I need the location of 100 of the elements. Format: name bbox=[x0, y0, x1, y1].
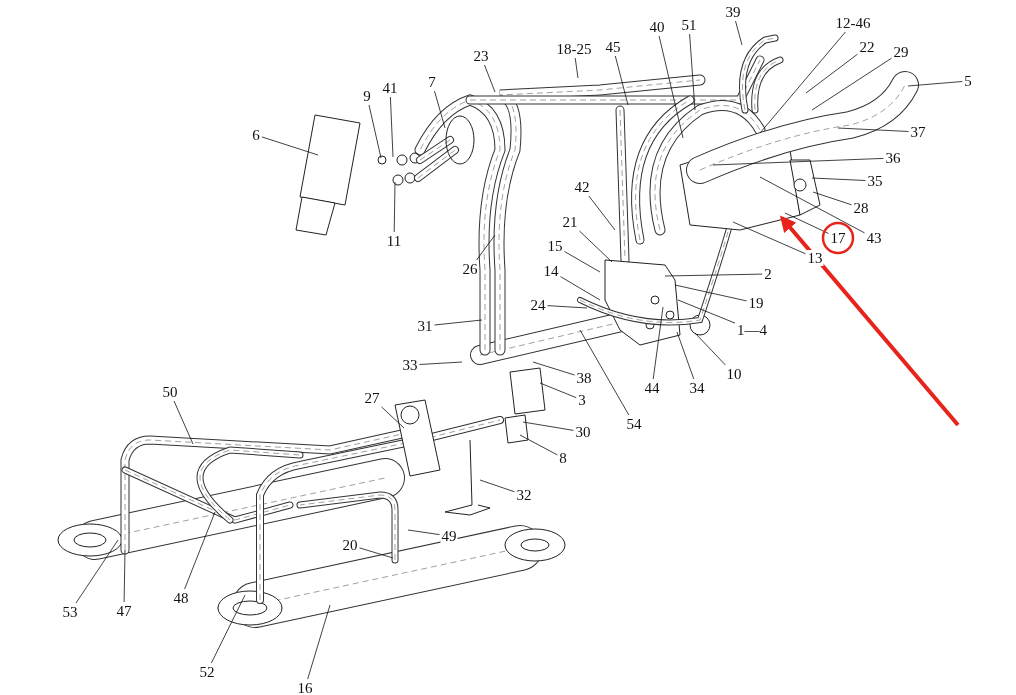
leader-line bbox=[434, 319, 483, 326]
leader-line bbox=[173, 400, 194, 445]
callout-number: 48 bbox=[172, 590, 190, 606]
leader-line bbox=[359, 547, 394, 559]
callout-number: 26 bbox=[461, 261, 479, 277]
callout-number: 39 bbox=[724, 4, 742, 20]
leader-line bbox=[759, 176, 865, 234]
callout-number: 37 bbox=[909, 124, 927, 140]
leader-line bbox=[75, 539, 119, 604]
callout-number: 33 bbox=[401, 357, 419, 373]
leader-line bbox=[390, 96, 394, 158]
leader-line bbox=[732, 221, 806, 255]
leader-line bbox=[579, 329, 630, 416]
leader-line bbox=[547, 305, 588, 309]
leader-line bbox=[676, 331, 695, 380]
leader-line bbox=[837, 127, 909, 132]
callout-number: 5 bbox=[963, 73, 973, 89]
leader-line bbox=[123, 549, 126, 603]
callout-number: 44 bbox=[643, 380, 661, 396]
leader-line bbox=[419, 361, 463, 365]
leader-line bbox=[393, 181, 396, 233]
callout-number: 28 bbox=[852, 200, 870, 216]
leader-line bbox=[564, 251, 601, 273]
leader-line bbox=[652, 306, 664, 380]
callout-number: 10 bbox=[725, 366, 743, 382]
leader-line bbox=[407, 529, 440, 535]
leader-line bbox=[805, 53, 858, 94]
leader-line bbox=[307, 604, 331, 680]
callout-number: 30 bbox=[574, 424, 592, 440]
callout-number: 8 bbox=[558, 450, 568, 466]
callout-number: 12-46 bbox=[834, 15, 872, 31]
callout-number: 3 bbox=[577, 392, 587, 408]
callout-number: 11 bbox=[385, 233, 403, 249]
callout-number: 7 bbox=[427, 74, 437, 90]
leader-line bbox=[211, 594, 246, 664]
callout-number: 21 bbox=[561, 214, 579, 230]
leader-line bbox=[664, 273, 763, 277]
callout-number: 32 bbox=[515, 487, 533, 503]
callout-number: 43 bbox=[865, 230, 883, 246]
callout-number: 19 bbox=[747, 295, 765, 311]
callout-number: 42 bbox=[573, 179, 591, 195]
leader-line bbox=[588, 195, 616, 231]
leader-line bbox=[532, 361, 575, 376]
leader-line bbox=[484, 64, 496, 93]
callout-number: 45 bbox=[604, 39, 622, 55]
leader-line bbox=[907, 81, 963, 87]
callout-number: 34 bbox=[688, 380, 706, 396]
callout-number: 50 bbox=[161, 384, 179, 400]
callout-number: 53 bbox=[61, 604, 79, 620]
callout-number: 13 bbox=[806, 250, 824, 266]
leader-line bbox=[658, 35, 684, 139]
leader-line bbox=[434, 90, 446, 129]
callout-number: 15 bbox=[546, 238, 564, 254]
callout-number: 9 bbox=[362, 88, 372, 104]
leader-line bbox=[519, 434, 558, 456]
callout-number: 23 bbox=[472, 48, 490, 64]
callout-number: 18-25 bbox=[555, 41, 593, 57]
callout-number: 20 bbox=[341, 537, 359, 553]
leader-line bbox=[759, 31, 846, 134]
leader-line bbox=[784, 212, 829, 234]
leader-line bbox=[560, 276, 601, 301]
leader-line bbox=[694, 332, 726, 366]
leader-line bbox=[811, 177, 866, 181]
leader-line bbox=[522, 421, 574, 431]
callout-number: 52 bbox=[198, 664, 216, 680]
leader-line bbox=[479, 479, 515, 493]
callout-number: 38 bbox=[575, 370, 593, 386]
callout-number: 2 bbox=[763, 266, 773, 282]
leader-line bbox=[677, 299, 736, 324]
leader-line bbox=[712, 158, 884, 166]
callout-number: 40 bbox=[648, 19, 666, 35]
callout-number: 6 bbox=[251, 127, 261, 143]
leader-line bbox=[614, 55, 629, 106]
leader-line bbox=[381, 406, 405, 429]
callout-number: 17 bbox=[829, 230, 847, 246]
leader-line bbox=[689, 33, 696, 111]
callout-number: 51 bbox=[680, 17, 698, 33]
leader-line bbox=[812, 191, 852, 206]
leader-line bbox=[184, 511, 216, 590]
callout-number: 1—4 bbox=[736, 322, 768, 338]
leader-line bbox=[261, 136, 319, 156]
callout-number: 47 bbox=[115, 603, 133, 619]
callout-number: 16 bbox=[296, 680, 314, 695]
callout-number: 14 bbox=[542, 263, 560, 279]
leader-line bbox=[476, 234, 496, 261]
leader-line bbox=[368, 104, 382, 159]
callout-number: 36 bbox=[884, 150, 902, 166]
callout-number: 49 bbox=[440, 528, 458, 544]
callout-number: 54 bbox=[625, 416, 643, 432]
callout-number: 22 bbox=[858, 39, 876, 55]
callout-number: 27 bbox=[363, 390, 381, 406]
callout-number: 29 bbox=[892, 44, 910, 60]
leader-line bbox=[811, 57, 892, 111]
callout-number: 31 bbox=[416, 318, 434, 334]
leader-line bbox=[579, 230, 613, 263]
leader-line bbox=[574, 57, 579, 79]
leader-line bbox=[735, 20, 743, 46]
callout-number: 24 bbox=[529, 297, 547, 313]
callout-number: 35 bbox=[866, 173, 884, 189]
callout-number: 41 bbox=[381, 80, 399, 96]
